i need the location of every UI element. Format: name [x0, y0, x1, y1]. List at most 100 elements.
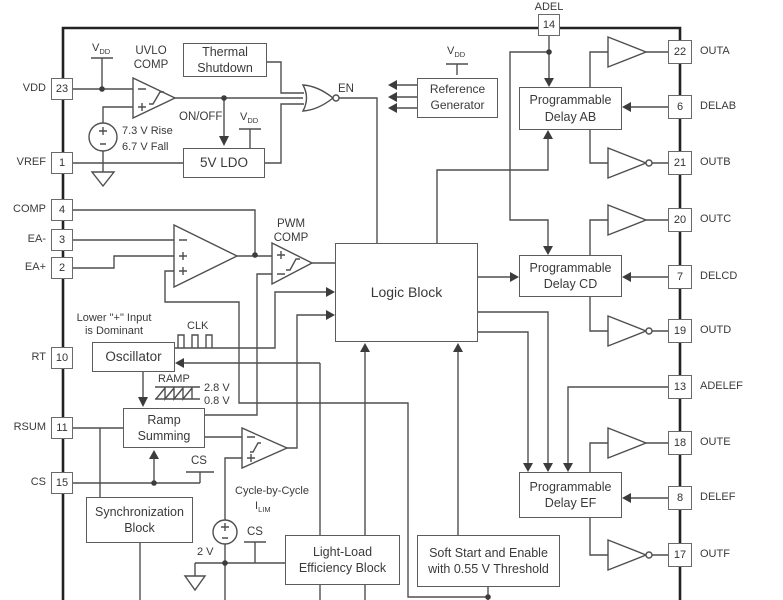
uvlo-voltage-source-icon: [88, 106, 133, 172]
pin-label-delab: DELAB: [700, 100, 737, 112]
pin-box-adel: 14: [538, 14, 560, 36]
uvlo-rise-label: 7.3 V Rise: [122, 125, 173, 137]
pin-box-oute: 18: [668, 431, 692, 455]
pin-box-vref: 1: [51, 152, 73, 174]
delef-wire: [622, 493, 668, 503]
on-off-label: ON/OFF: [179, 111, 223, 123]
junction-dots: [99, 49, 552, 600]
cs-net-label: CS: [247, 526, 263, 538]
pin-box-cs: 15: [51, 472, 73, 494]
on-off-wire: [219, 98, 229, 146]
cs-stub-lightload: [244, 541, 266, 563]
pin-label-comp: COMP: [13, 203, 46, 215]
en-wire: [339, 97, 378, 243]
ilim-label: ILIM: [255, 500, 271, 515]
ramp-label: RAMP: [158, 373, 190, 385]
oute-buffer-icon: [589, 426, 668, 472]
pin-label-rsum: RSUM: [13, 421, 46, 433]
adelef-wire: [563, 386, 668, 472]
pin-label-ea-minus: EA-: [27, 233, 46, 245]
pin-box-outd: 19: [668, 319, 692, 343]
pin-box-outf: 17: [668, 543, 692, 567]
dominant-note: Lower "+" Input is Dominant: [76, 312, 152, 338]
pin-label-outa: OUTA: [700, 45, 730, 57]
pin-box-delab: 6: [668, 95, 692, 119]
ramp-to-pwm-wire: [205, 273, 272, 416]
outb-inverter-icon: [589, 130, 668, 180]
logic-block: Logic Block: [335, 243, 478, 342]
pin-box-delcd: 7: [668, 265, 692, 289]
outc-buffer-icon: [589, 203, 668, 255]
pin-box-outc: 20: [668, 208, 692, 232]
ldo-feedback-wire: [265, 103, 304, 164]
pin-label-adel: ADEL: [534, 1, 564, 13]
delay-ef-block: Programmable Delay EF: [519, 472, 622, 518]
cs-wire: [73, 450, 214, 484]
reference-generator-wires: [388, 63, 468, 113]
ramp-low-label: 0.8 V: [204, 395, 230, 407]
pin-label-delef: DELEF: [700, 491, 736, 503]
2v-source-icon: [194, 457, 285, 600]
light-load-block: Light-Load Efficiency Block: [285, 535, 400, 585]
pin-label-outf: OUTF: [700, 548, 730, 560]
logic-to-delay-ab-wire: [436, 130, 553, 243]
pin-box-vdd: 23: [51, 78, 73, 100]
pwm-comp-label: PWM COMP: [273, 218, 309, 244]
delab-wire: [622, 102, 668, 112]
ea-plus-wire: [73, 255, 174, 269]
outd-inverter-icon: [589, 297, 668, 348]
pin-label-rt: RT: [31, 351, 46, 363]
adel-wire: [509, 36, 554, 255]
ramp-high-label: 2.8 V: [204, 382, 230, 394]
delcd-wire: [622, 272, 668, 282]
pin-box-ea-plus: 2: [51, 257, 73, 279]
uvlo-comparator-icon: [132, 76, 177, 120]
clk-label: CLK: [187, 320, 209, 332]
outa-buffer-icon: [589, 35, 668, 87]
vdd-rail-label: VDD: [92, 42, 111, 57]
pin-box-rt: 10: [51, 347, 73, 369]
outf-inverter-icon: [589, 518, 668, 572]
pin-label-outc: OUTC: [700, 213, 732, 225]
pin-label-vref: VREF: [16, 156, 46, 168]
rsum-wire: [73, 427, 123, 497]
pin-label-ea-plus: EA+: [24, 261, 46, 273]
ldo-block: 5V LDO: [183, 148, 265, 178]
pin-label-delcd: DELCD: [700, 270, 738, 282]
vdd-rail-label: VDD: [447, 45, 466, 60]
ramp-summing-block: Ramp Summing: [123, 408, 205, 448]
lightload-to-logic-wire: [319, 343, 370, 600]
pin-box-outb: 21: [668, 151, 692, 175]
pin-label-adelef: ADELEF: [700, 380, 743, 392]
synchronization-block: Synchronization Block: [86, 497, 193, 543]
pin-label-vdd: VDD: [22, 82, 46, 94]
pin-box-outa: 22: [668, 40, 692, 64]
osc-to-ramp-wire: [138, 372, 148, 407]
cs-net-label: CS: [191, 455, 207, 467]
pin-box-rsum: 11: [51, 417, 73, 439]
pin-label-outb: OUTB: [700, 156, 731, 168]
ramp-waveform-icon: [155, 386, 200, 401]
uvlo-fall-label: 6.7 V Fall: [122, 141, 169, 153]
2v-label: 2 V: [197, 546, 214, 558]
clk-wire: [175, 287, 335, 349]
clk-waveform-icon: [177, 334, 213, 348]
pin-label-outd: OUTD: [700, 324, 732, 336]
ground-icon: [90, 171, 116, 188]
pwm-comparator-icon: [271, 241, 314, 286]
pin-box-ea-minus: 3: [51, 229, 73, 251]
thermal-shutdown-block: Thermal Shutdown: [183, 43, 267, 77]
soft-start-to-ea-wire: [164, 270, 488, 598]
vdd-net-wire: [73, 57, 133, 90]
pin-box-delef: 8: [668, 486, 692, 510]
oscillator-block: Oscillator: [92, 342, 175, 372]
logic-to-delay-cd-wire: [478, 272, 519, 282]
en-label: EN: [338, 83, 354, 95]
ldo-vdd-stub: [239, 128, 261, 148]
nor-gate-icon: [301, 84, 340, 112]
pin-box-comp: 4: [51, 199, 73, 221]
ilim-comparator-icon: [241, 426, 289, 470]
chip-boundary: [61, 26, 682, 600]
